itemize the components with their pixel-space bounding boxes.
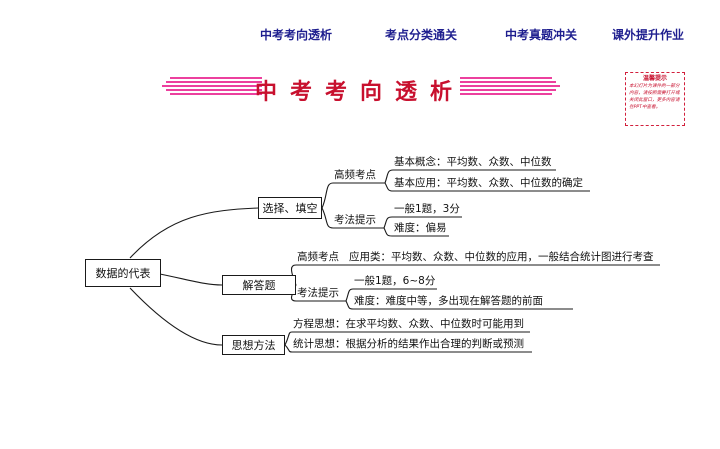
mindmap-root-label: 数据的代表 [95, 267, 151, 280]
b1-s1-leaf-1: 基本概念：平均数、众数、中位数 [394, 156, 552, 168]
branch-choice-fill: 选择、填空 [258, 197, 322, 219]
b1-s2-leaf-2: 难度：偏易 [394, 222, 447, 234]
b3-leaf-2: 统计思想：根据分析的结果作出合理的判断或预测 [293, 338, 524, 350]
page-title: 中考考向透析 [254, 79, 465, 105]
branch-answer-questions: 解答题 [222, 275, 296, 295]
b1-s1-leaf-2: 基本应用：平均数、众数、中位数的确定 [394, 177, 583, 189]
branch-choice-fill-label: 选择、填空 [262, 202, 318, 215]
mindmap-root: 数据的代表 [85, 259, 161, 287]
tip-title: 温馨提示 [642, 75, 667, 82]
b2-s2-leaf-1: 一般1题，6~8分 [354, 275, 436, 287]
nav-tab-homework[interactable]: 课外提升作业 [612, 28, 685, 42]
tip-text: 本幻灯片为课件的一部分内容，请按照需要打开或关闭此窗口，更多内容请在PPT中查看… [629, 84, 680, 110]
page-title-block: 中考考向透析 [160, 70, 560, 108]
b2-high-freq-label: 高频考点 [297, 251, 339, 263]
branch-thinking-methods-label: 思想方法 [231, 339, 276, 352]
nav-tab-real-exam-questions[interactable]: 中考真题冲关 [505, 28, 578, 42]
tip-box[interactable]: 温馨提示 本幻灯片为课件的一部分内容，请按照需要打开或关闭此窗口，更多内容请在P… [625, 72, 685, 126]
branch-thinking-methods: 思想方法 [222, 335, 285, 355]
b2-exam-tips-label: 考法提示 [297, 287, 339, 299]
b2-s2-leaf-2: 难度：难度中等，多出现在解答题的前面 [354, 295, 543, 307]
b1-exam-tips-label: 考法提示 [334, 214, 376, 226]
nav-tab-topic-classification[interactable]: 考点分类通关 [385, 28, 458, 42]
b1-high-freq-label: 高频考点 [334, 169, 376, 181]
nav-tab-exam-analysis[interactable]: 中考考向透析 [260, 28, 333, 42]
b2-s1-leaf-1: 应用类：平均数、众数、中位数的应用，一般结合统计图进行考查 [349, 251, 654, 263]
branch-answer-questions-label: 解答题 [242, 279, 276, 292]
b1-s2-leaf-1: 一般1题，3分 [394, 203, 460, 215]
b3-leaf-1: 方程思想：在求平均数、众数、中位数时可能用到 [293, 318, 524, 330]
